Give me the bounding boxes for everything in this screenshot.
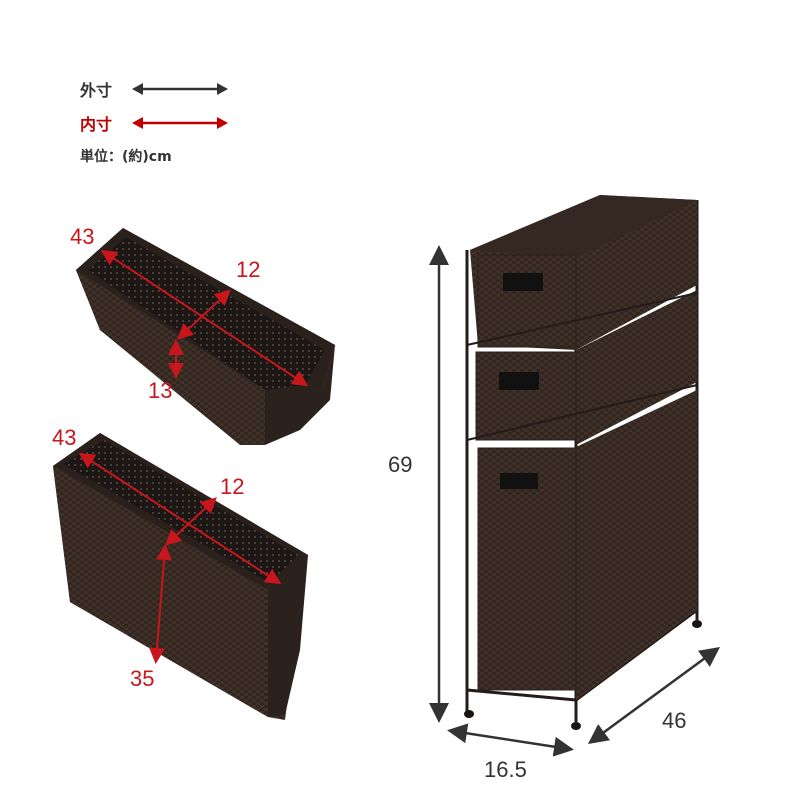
large-basket-depth-label: 12: [220, 474, 244, 499]
legend: 外寸 内寸 単位：(約)cm: [80, 72, 228, 166]
cabinet-height-label: 69: [388, 452, 412, 477]
large-basket-width-label: 43: [52, 425, 76, 450]
cabinet-width-label: 16.5: [484, 757, 527, 782]
small-basket-height-label: 13: [148, 378, 172, 403]
cabinet-depth-label: 46: [662, 708, 686, 733]
cabinet-width-arrow: [447, 723, 574, 757]
large-basket-height-label: 35: [130, 666, 154, 691]
legend-inner: 内寸: [80, 106, 228, 140]
legend-outer-label: 外寸: [80, 81, 113, 100]
legend-inner-label: 内寸: [80, 115, 113, 134]
cabinet: [464, 195, 702, 730]
small-basket-depth-label: 12: [236, 257, 260, 282]
large-basket: [53, 433, 308, 720]
legend-outer: 外寸: [80, 72, 228, 106]
cabinet-depth-arrow: [587, 647, 721, 744]
double-arrow-dark-icon: [132, 83, 228, 95]
small-basket: [76, 228, 335, 445]
small-basket-width-label: 43: [70, 224, 94, 249]
unit-label: 単位：(約)cm: [80, 149, 172, 165]
double-arrow-red-icon: [132, 117, 228, 129]
